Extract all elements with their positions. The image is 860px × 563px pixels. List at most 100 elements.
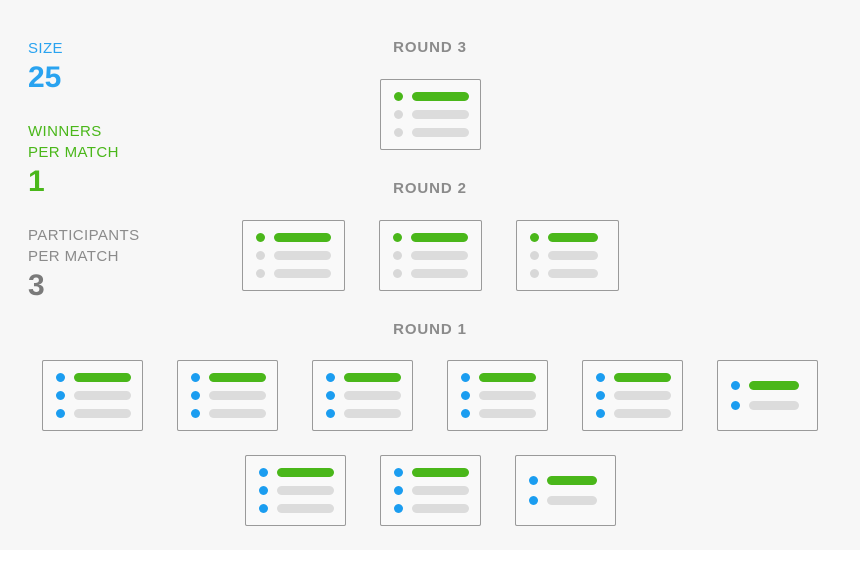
participant-name-bar (276, 468, 334, 477)
match-participant-slot (258, 467, 334, 478)
match-card[interactable] (379, 79, 481, 150)
legend-label-winners-line2: PER MATCH (28, 144, 119, 161)
match-participant-slot (393, 91, 469, 102)
participant-status-dot-icon (255, 269, 265, 278)
participant-status-dot-icon (255, 251, 265, 260)
bottom-strip (0, 550, 860, 563)
bracket-diagram: SIZE 25 WINNERS PER MATCH 1 PARTICIPANTS… (0, 39, 860, 526)
participant-status-dot-icon (191, 409, 200, 418)
match-participant-slot (528, 494, 602, 507)
match-card[interactable] (582, 360, 683, 431)
round-title-1: ROUND 1 (393, 321, 467, 338)
match-card[interactable] (447, 360, 548, 431)
legend-label-participants-line1: PARTICIPANTS (28, 227, 140, 244)
match-card[interactable] (244, 455, 346, 526)
match-participant-slot (461, 408, 536, 419)
participant-status-dot-icon (326, 373, 335, 382)
participant-name-bar (74, 409, 131, 418)
match-participant-slot (393, 127, 469, 138)
legend-label-size-line1: SIZE (28, 40, 63, 57)
match-participant-slot (255, 232, 331, 243)
participant-name-bar (411, 128, 469, 137)
round-2-row (0, 220, 860, 291)
participant-name-bar (411, 92, 469, 101)
participant-status-dot-icon (258, 486, 268, 495)
match-participant-slot (461, 390, 536, 401)
participant-status-dot-icon (528, 496, 538, 505)
participant-status-dot-icon (56, 373, 65, 382)
participant-status-dot-icon (392, 233, 402, 242)
participant-name-bar (749, 401, 799, 410)
participant-status-dot-icon (393, 486, 403, 495)
match-participant-slot (393, 485, 469, 496)
participant-status-dot-icon (731, 381, 740, 390)
match-participant-slot (529, 268, 605, 279)
legend-label-participants-line2: PER MATCH (28, 248, 119, 265)
match-participant-slot (528, 474, 602, 487)
participant-status-dot-icon (191, 391, 200, 400)
participant-status-dot-icon (596, 409, 605, 418)
match-participant-slot (393, 503, 469, 514)
participant-name-bar (614, 391, 671, 400)
participant-status-dot-icon (326, 409, 335, 418)
match-participant-slot (596, 390, 671, 401)
match-participant-slot (56, 408, 131, 419)
match-participant-slot (191, 408, 266, 419)
match-card[interactable] (514, 455, 616, 526)
match-card[interactable] (312, 360, 413, 431)
participant-name-bar (209, 409, 266, 418)
match-participant-slot (258, 503, 334, 514)
legend-value-size: 25 (28, 61, 62, 94)
match-participant-slot (596, 408, 671, 419)
match-card[interactable] (42, 360, 143, 431)
match-card[interactable] (378, 220, 482, 291)
participant-name-bar (614, 409, 671, 418)
legend-group-participants: PARTICIPANTS PER MATCH 3 (28, 225, 198, 303)
match-participant-slot (596, 372, 671, 383)
match-participant-slot (326, 390, 401, 401)
legend-value-winners: 1 (28, 165, 45, 198)
participant-name-bar (411, 468, 469, 477)
participant-status-dot-icon (461, 409, 470, 418)
round-1-row-2 (0, 455, 860, 526)
match-participant-slot (393, 467, 469, 478)
participant-status-dot-icon (191, 373, 200, 382)
participant-name-bar (411, 486, 469, 495)
match-card[interactable] (241, 220, 345, 291)
match-participant-slot (392, 268, 468, 279)
participant-name-bar (479, 391, 536, 400)
participant-name-bar (273, 251, 331, 260)
participant-status-dot-icon (596, 373, 605, 382)
match-card[interactable] (717, 360, 818, 431)
match-participant-slot (326, 372, 401, 383)
match-participant-slot (393, 109, 469, 120)
participant-name-bar (344, 391, 401, 400)
participant-name-bar (273, 233, 331, 242)
participant-name-bar (479, 373, 536, 382)
legend-group-winners: WINNERS PER MATCH 1 (28, 121, 198, 199)
match-participant-slot (461, 372, 536, 383)
participant-status-dot-icon (56, 409, 65, 418)
match-card[interactable] (177, 360, 278, 431)
participant-status-dot-icon (255, 233, 265, 242)
participant-name-bar (344, 409, 401, 418)
match-card[interactable] (379, 455, 481, 526)
match-participant-slot (529, 250, 605, 261)
round-1-row-1 (0, 360, 860, 431)
participant-status-dot-icon (258, 504, 268, 513)
participant-status-dot-icon (258, 468, 268, 477)
participant-name-bar (410, 269, 468, 278)
participant-status-dot-icon (528, 476, 538, 485)
participant-name-bar (209, 391, 266, 400)
participant-name-bar (614, 373, 671, 382)
participant-status-dot-icon (529, 233, 539, 242)
participant-status-dot-icon (393, 504, 403, 513)
participant-name-bar (410, 233, 468, 242)
participant-name-bar (546, 496, 597, 505)
match-participant-slot (529, 232, 605, 243)
participant-name-bar (276, 486, 334, 495)
participant-status-dot-icon (393, 92, 403, 101)
participant-name-bar (276, 504, 334, 513)
match-card[interactable] (515, 220, 619, 291)
match-participant-slot (191, 372, 266, 383)
